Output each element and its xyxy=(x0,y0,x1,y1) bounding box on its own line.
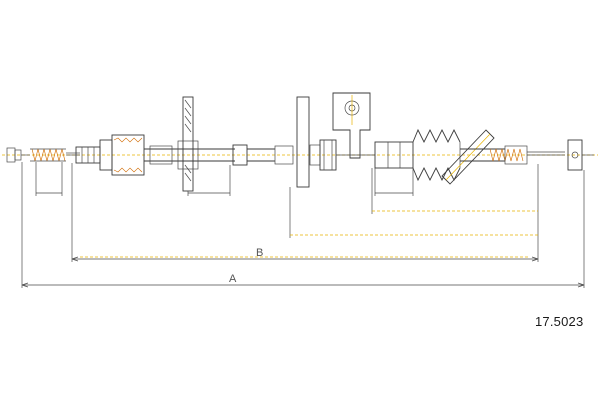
part-number: 17.5023 xyxy=(535,314,584,329)
adjuster-sleeve xyxy=(374,141,414,169)
dimension-a-label: A xyxy=(229,273,237,285)
extension-lines xyxy=(21,162,585,288)
threaded-end xyxy=(460,145,565,165)
mounting-bracket-1 xyxy=(177,96,199,192)
clip-plate xyxy=(332,92,371,159)
left-end-fitting xyxy=(6,147,30,163)
mounting-bracket-2 xyxy=(296,96,337,188)
rubber-boot xyxy=(412,128,461,182)
outer-sheath xyxy=(144,145,235,165)
dimension-b-label: B xyxy=(256,247,263,259)
right-end-fitting xyxy=(567,139,594,171)
short-dimensions xyxy=(36,192,538,236)
cable-end-sleeve xyxy=(75,134,145,176)
dimension-a: A xyxy=(21,273,585,288)
return-spring xyxy=(30,148,66,162)
sheath-section-2 xyxy=(232,144,294,166)
angled-lever xyxy=(441,129,495,185)
dimension-b: B xyxy=(71,247,539,262)
